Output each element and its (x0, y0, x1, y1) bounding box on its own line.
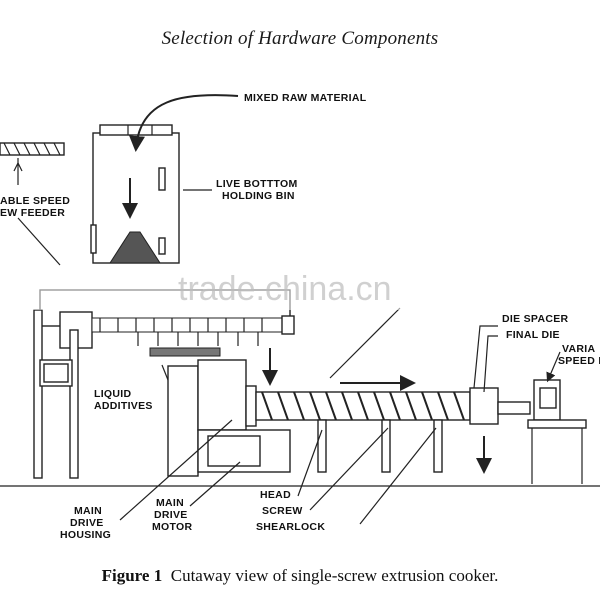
watermark: trade.china.cn (178, 270, 392, 308)
feeder-screw (0, 142, 65, 156)
label-housing-1: MAIN (74, 505, 102, 517)
page-header: Selection of Hardware Components (161, 28, 439, 49)
label-feeder-2: EW FEEDER (0, 207, 65, 219)
label-additives: ADDITIVES (94, 400, 153, 412)
extruder-barrel (255, 387, 531, 473)
label-final-die: FINAL DIE (506, 329, 560, 341)
caption-text: Cutaway view of single-screw extrusion c… (170, 566, 499, 585)
caption-figure-number: Figure 1 (101, 566, 163, 585)
head-leader (297, 429, 323, 497)
label-variable-2: SPEED K (558, 355, 600, 367)
label-live-bottom: LIVE BOTTTOM (216, 178, 298, 190)
shearlock-leader (359, 427, 437, 525)
label-die-spacer: DIE SPACER (502, 313, 569, 325)
figure-caption: Figure 1 Cutaway view of single-screw ex… (0, 566, 600, 586)
label-motor-3: MOTOR (152, 521, 193, 533)
label-housing-2: DRIVE (70, 517, 104, 529)
label-variable-1: VARIA (562, 343, 596, 355)
housing-leader (119, 419, 233, 521)
label-shearlock: SHEARLOCK (256, 521, 325, 533)
label-feeder-1: ABLE SPEED (0, 195, 70, 207)
label-liquid: LIQUID (94, 388, 131, 400)
liquid-leader (161, 364, 169, 381)
knife-leader (546, 351, 561, 383)
motor-leader (189, 461, 241, 507)
final-die-leader (483, 335, 498, 393)
screw-leader (309, 427, 389, 511)
label-motor-1: MAIN (156, 497, 184, 509)
raw-material-arrow (129, 94, 239, 152)
speed-knife (527, 379, 587, 484)
label-housing-3: HOUSING (60, 529, 111, 541)
left-frame (33, 309, 79, 479)
label-mixed-raw-material: MIXED RAW MATERIAL (244, 92, 367, 104)
label-head: HEAD (260, 489, 291, 501)
label-motor-2: DRIVE (154, 509, 188, 521)
feeder-leader-2 (17, 217, 61, 266)
label-screw: SCREW (262, 505, 303, 517)
barrel-leader (329, 307, 401, 379)
watermark-band (20, 270, 440, 310)
die-spacer-leader (473, 325, 498, 389)
holding-bin (90, 124, 180, 264)
label-holding-bin: HOLDING BIN (222, 190, 295, 202)
